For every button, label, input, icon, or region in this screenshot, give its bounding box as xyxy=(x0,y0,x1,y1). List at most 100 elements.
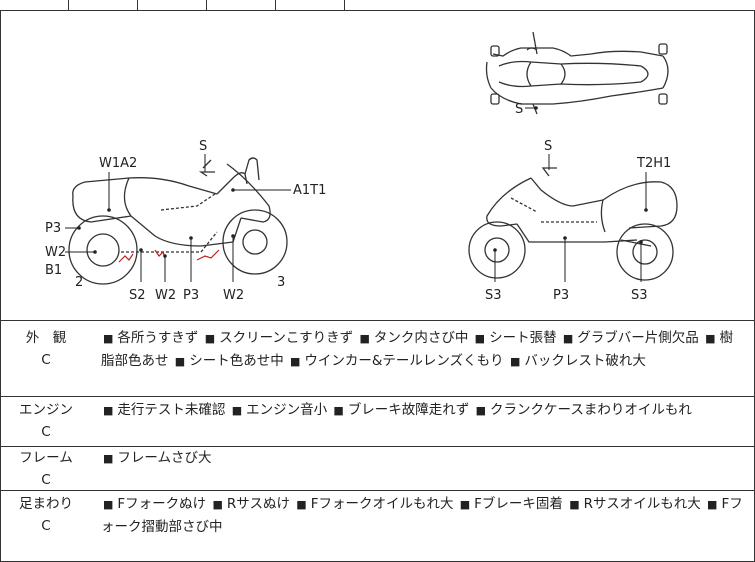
bullet-square-icon: ■ xyxy=(103,332,114,345)
category-name: 外 観 xyxy=(25,330,67,346)
strip-cell xyxy=(275,0,344,10)
bullet-square-icon: ■ xyxy=(475,404,487,417)
bullet-square-icon: ■ xyxy=(359,332,370,345)
label-a1t1: A1T1 xyxy=(293,183,326,198)
scratch-mark xyxy=(118,253,134,263)
bullet-square-icon: ■ xyxy=(103,452,114,465)
defect-item: クランクケースまわりオイルもれ xyxy=(490,402,692,418)
scooter-left-view xyxy=(68,157,288,285)
bullet-square-icon: ■ xyxy=(705,332,716,345)
callout-dot xyxy=(493,248,497,252)
category-grade: C xyxy=(41,518,51,534)
label-p3-bottom: P3 xyxy=(183,288,199,303)
row-items: ■フレームさび大 xyxy=(101,447,744,470)
callout-dot xyxy=(189,236,193,240)
callout-dot xyxy=(93,250,97,254)
bullet-square-icon: ■ xyxy=(296,498,307,511)
defect-item: 樹脂部色あせ xyxy=(101,330,733,369)
defect-item: ブレーキ故障走れず xyxy=(347,402,474,418)
label-w2-b1: W2 xyxy=(155,288,176,303)
callout-dot xyxy=(77,226,81,230)
scooter-right-view xyxy=(468,167,678,281)
label-w2-b2: W2 xyxy=(223,288,244,303)
row-suspension: 足まわり C ■Fフォークぬけ ■Rサスぬけ ■Fフォークオイルもれ大 ■Fブレ… xyxy=(0,490,755,562)
strip-cell xyxy=(344,0,754,10)
strip-cell xyxy=(137,0,206,10)
category-cell: フレーム C xyxy=(1,447,91,491)
label-right-s: S xyxy=(544,139,552,154)
damage-diagram: S S W1A2 A1T1 P3 W2 B1 2 S2 xyxy=(0,10,755,320)
label-p3-right: P3 xyxy=(553,288,569,303)
bullet-square-icon: ■ xyxy=(290,355,301,368)
bullet-square-icon: ■ xyxy=(459,498,471,511)
label-b1: B1 xyxy=(45,263,62,278)
label-w1a2: W1A2 xyxy=(99,156,137,171)
label-w2-left: W2 xyxy=(45,245,66,260)
bullet-square-icon: ■ xyxy=(569,498,580,511)
callout-dot xyxy=(639,240,643,244)
row-engine: エンジン C ■走行テスト未確認 ■エンジン音小 ■ブレーキ故障走れず ■クラン… xyxy=(0,396,755,447)
row-items: ■各所うすきず ■スクリーンこすりきず ■タンク内さび中 ■シート張替 ■グラブ… xyxy=(101,327,744,373)
bullet-square-icon: ■ xyxy=(174,355,186,368)
scratch-mark xyxy=(196,249,220,261)
scooter-top-view xyxy=(485,31,669,115)
category-grade: C xyxy=(41,352,51,368)
callout-dot xyxy=(231,234,235,238)
label-t2h1: T2H1 xyxy=(636,156,671,171)
row-exterior: 外 観 C ■各所うすきず ■スクリーンこすりきず ■タンク内さび中 ■シート張… xyxy=(0,320,755,397)
label-2: 2 xyxy=(75,275,83,290)
defect-item: Fフォークオイルもれ大 xyxy=(310,496,458,512)
strip-cell xyxy=(206,0,275,10)
label-s3-a: S3 xyxy=(485,288,502,303)
category-grade: C xyxy=(41,472,51,488)
callout-dot xyxy=(107,208,111,212)
bullet-square-icon: ■ xyxy=(333,404,344,417)
bullet-square-icon: ■ xyxy=(212,498,223,511)
strip-cell xyxy=(68,0,137,10)
defect-item: 走行テスト未確認 xyxy=(117,402,230,418)
scooter-diagram-svg: S S W1A2 A1T1 P3 W2 B1 2 S2 xyxy=(45,31,678,303)
defect-item: Fフォーク摺動部さび中 xyxy=(101,496,743,535)
bullet-square-icon: ■ xyxy=(231,404,243,417)
defect-item: グラブバー片側欠品 xyxy=(577,330,704,346)
defect-item: シート色あせ中 xyxy=(189,353,288,369)
defect-item: タンク内さび中 xyxy=(373,330,473,346)
callout-dot xyxy=(534,106,538,110)
bullet-square-icon: ■ xyxy=(474,332,486,345)
defect-item: エンジン音小 xyxy=(246,402,332,418)
label-top-s: S xyxy=(515,102,523,117)
defect-item: Fブレーキ固着 xyxy=(474,496,568,512)
callout-dot xyxy=(139,248,143,252)
top-table-strip xyxy=(0,0,755,11)
category-name: 足まわり xyxy=(19,496,73,512)
label-left-s: S xyxy=(199,139,207,154)
defect-item: 各所うすきず xyxy=(117,330,203,346)
callout-dot xyxy=(163,254,167,258)
row-items: ■Fフォークぬけ ■Rサスぬけ ■Fフォークオイルもれ大 ■Fブレーキ固着 ■R… xyxy=(101,493,744,538)
category-grade: C xyxy=(41,424,51,440)
category-name: フレーム xyxy=(19,450,73,466)
bullet-square-icon: ■ xyxy=(562,332,574,345)
defect-item: ウインカー&テールレンズくもり xyxy=(304,353,508,369)
category-cell: 外 観 C xyxy=(1,327,91,371)
bullet-square-icon: ■ xyxy=(204,332,216,345)
bullet-square-icon: ■ xyxy=(707,498,718,511)
category-cell: エンジン C xyxy=(1,399,91,443)
callout-dot xyxy=(644,208,648,212)
bullet-square-icon: ■ xyxy=(103,498,114,511)
defect-item: Rサスぬけ xyxy=(226,496,295,512)
label-3: 3 xyxy=(277,275,285,290)
defect-item: スクリーンこすりきず xyxy=(219,330,358,346)
row-items: ■走行テスト未確認 ■エンジン音小 ■ブレーキ故障走れず ■クランクケースまわり… xyxy=(101,399,744,422)
callout-dot xyxy=(563,236,567,240)
label-p3-left: P3 xyxy=(45,221,61,236)
label-s3-b: S3 xyxy=(631,288,648,303)
row-frame: フレーム C ■フレームさび大 xyxy=(0,446,755,491)
defect-item: シート張替 xyxy=(489,330,561,346)
defect-item: Rサスオイルもれ大 xyxy=(583,496,706,512)
label-s2: S2 xyxy=(129,288,146,303)
defect-item: Fフォークぬけ xyxy=(117,496,211,512)
callout-dot xyxy=(231,188,235,192)
category-cell: 足まわり C xyxy=(1,493,91,537)
category-name: エンジン xyxy=(19,402,73,418)
